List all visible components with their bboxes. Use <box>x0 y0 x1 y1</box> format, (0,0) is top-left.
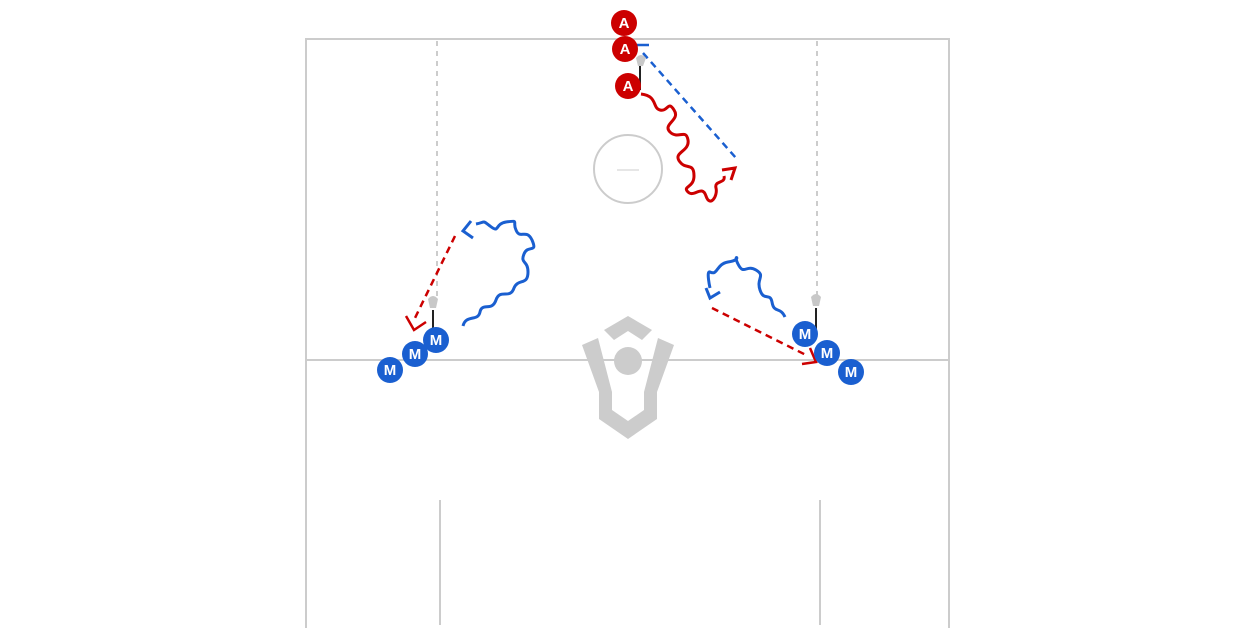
midfield-player-label: M <box>799 326 812 343</box>
right-midfield-dodge-arrow <box>704 287 721 301</box>
field-lines <box>305 38 950 628</box>
right-midfield-dodge-path <box>706 256 787 318</box>
midfield-player-label: M <box>430 332 443 349</box>
lacrosse-stick-icon <box>428 296 438 332</box>
midfield-player[interactable]: M <box>838 359 864 385</box>
midfield-player[interactable]: M <box>402 341 428 367</box>
left-midfield-dodge-path <box>461 219 536 327</box>
attack-player-label: A <box>619 15 630 32</box>
right-pass-line <box>711 306 809 358</box>
midfield-player[interactable]: M <box>792 321 818 347</box>
attack-dodge-arrow <box>721 166 738 181</box>
attack-dodge-path <box>640 92 726 203</box>
midfield-player-label: M <box>845 364 858 381</box>
midfield-player[interactable]: M <box>814 340 840 366</box>
field-boundary <box>305 38 950 628</box>
attack-player-label: A <box>623 78 634 95</box>
restraining-dashes <box>436 41 818 300</box>
attack-player[interactable]: A <box>611 10 637 36</box>
lacrosse-stick-icon <box>811 294 821 330</box>
attack-player-label: A <box>620 41 631 58</box>
left-pass-line <box>412 235 457 321</box>
top-pass-arrow <box>634 43 649 47</box>
midfield-player-label: M <box>384 362 397 379</box>
attack-player[interactable]: A <box>615 73 641 99</box>
midfield-player-label: M <box>821 345 834 362</box>
field-logo-icon <box>582 316 674 439</box>
right-pass-arrow <box>801 347 818 366</box>
midfield-player[interactable]: M <box>377 357 403 383</box>
left-midfield-dodge-arrow <box>460 220 474 240</box>
midfield-player-label: M <box>409 346 422 363</box>
crease-circle <box>593 134 663 204</box>
left-pass-arrow <box>404 315 427 332</box>
midfield-player[interactable]: M <box>423 327 449 353</box>
attack-player[interactable]: A <box>612 36 638 62</box>
